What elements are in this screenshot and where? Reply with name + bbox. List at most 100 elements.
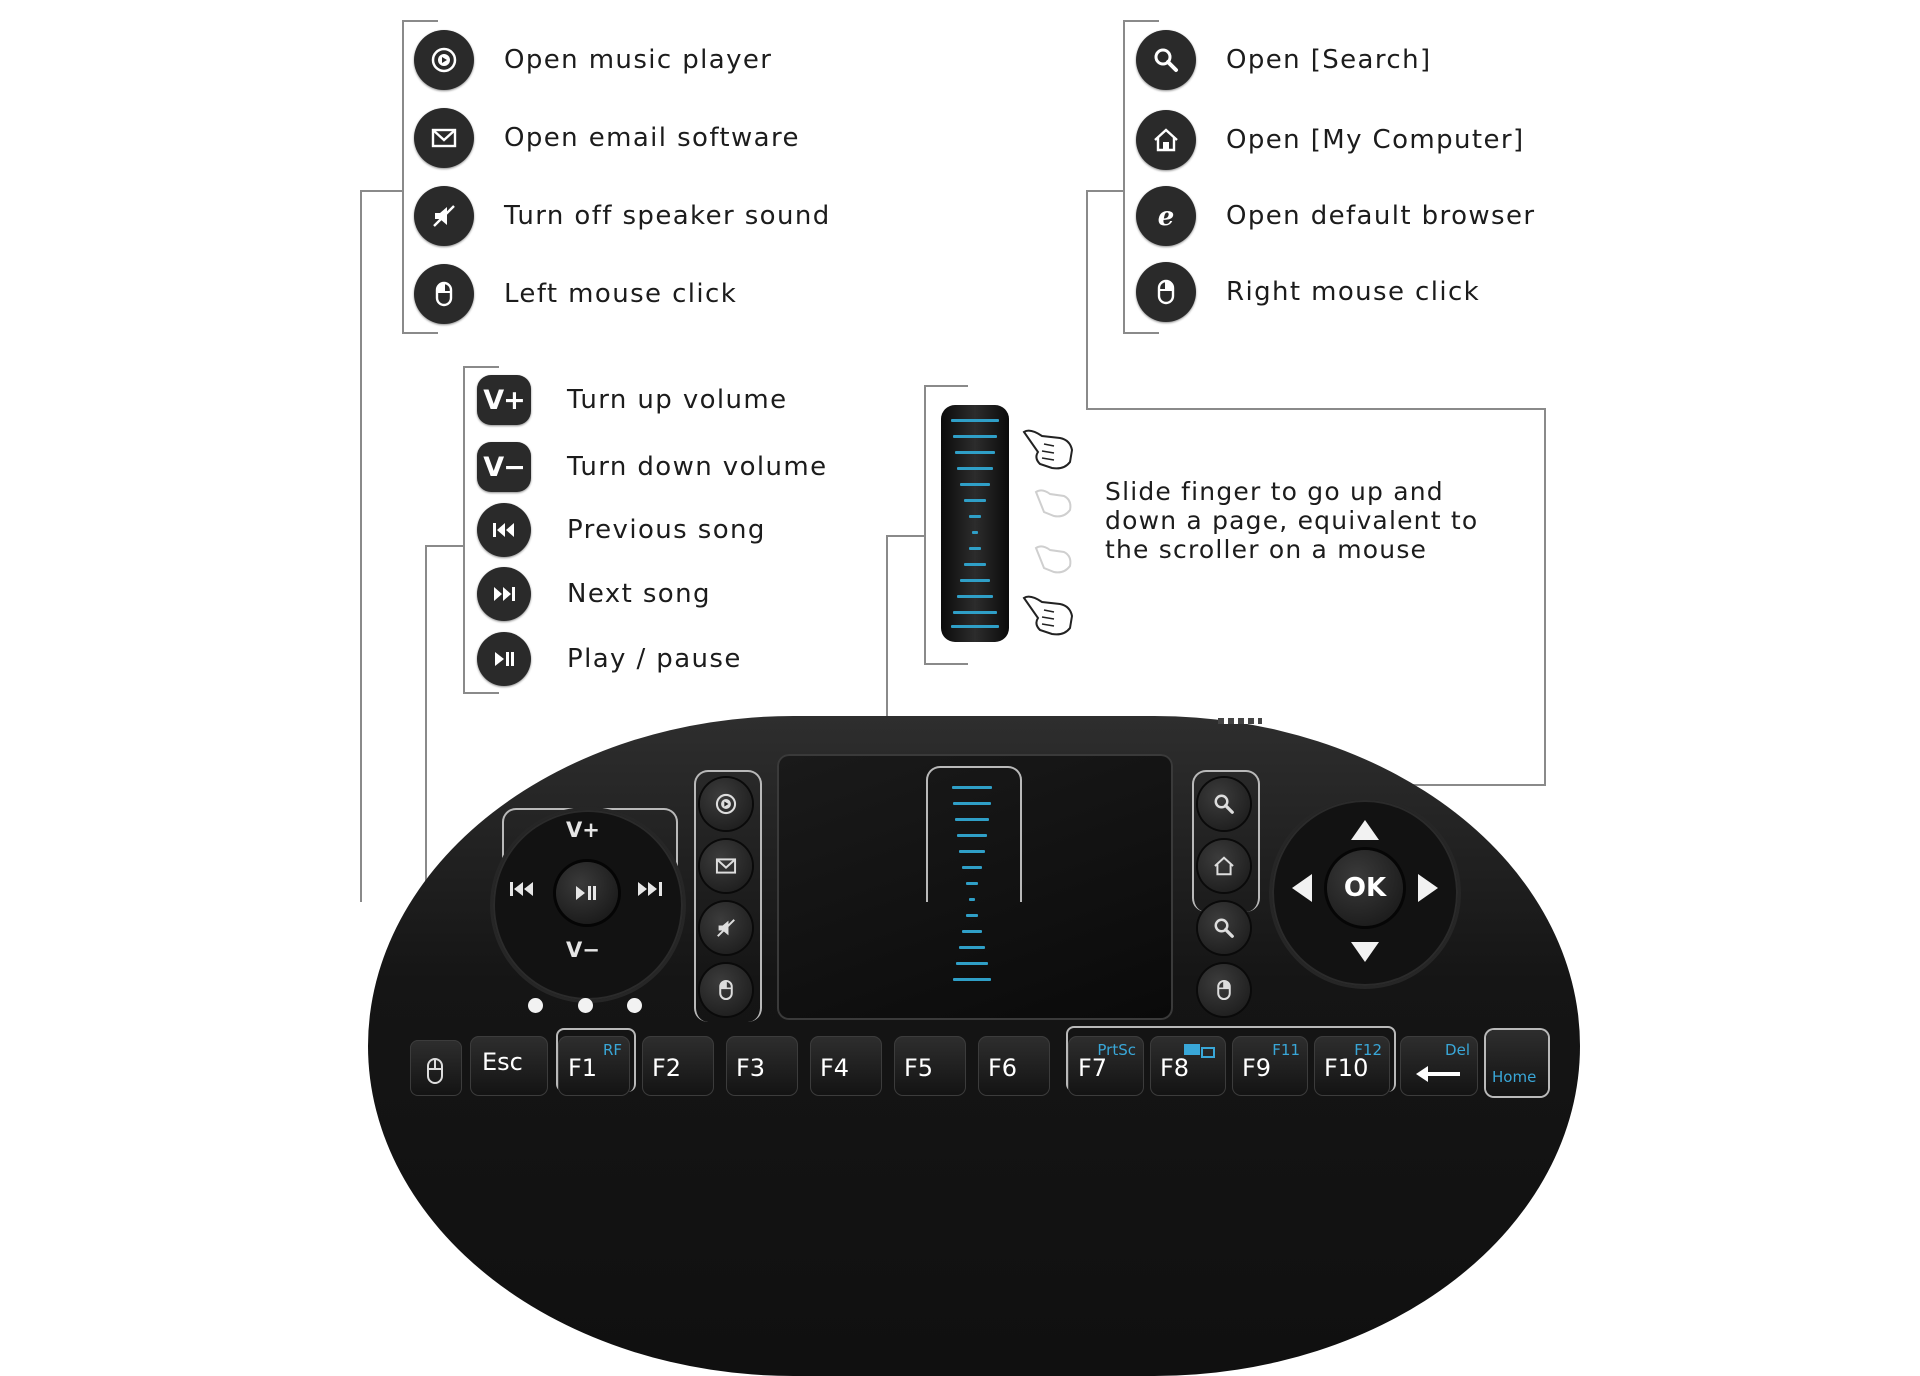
scroll-strip-illustration xyxy=(941,405,1009,642)
bracket-line xyxy=(402,20,404,334)
right-click-button[interactable] xyxy=(1198,964,1250,1016)
media-pad-vol-up[interactable]: V+ xyxy=(566,818,600,842)
scroll-tick xyxy=(959,946,985,949)
scroll-tick xyxy=(969,515,981,518)
legend-row: e Open default browser xyxy=(1136,186,1535,246)
browser-search-button[interactable] xyxy=(1198,902,1250,954)
legend-label: Open default browser xyxy=(1226,201,1536,231)
volume-up-icon: V+ xyxy=(477,375,531,425)
scroll-tick xyxy=(966,882,978,885)
key-f5[interactable]: F5 xyxy=(894,1036,966,1096)
key-f2[interactable]: F2 xyxy=(642,1036,714,1096)
scroll-tick xyxy=(953,802,991,805)
faded-hand-icon xyxy=(1034,489,1072,518)
hand-pointer-icon xyxy=(1022,595,1074,636)
legend-row: V− Turn down volume xyxy=(477,437,828,497)
bracket-line xyxy=(425,545,465,547)
description-line: down a page, equivalent to xyxy=(1105,506,1479,535)
legend-row: Open email software xyxy=(414,108,800,168)
scroll-tick xyxy=(959,850,985,853)
bracket-line xyxy=(425,545,427,890)
previous-icon[interactable] xyxy=(508,878,538,900)
bracket-line xyxy=(1086,408,1546,410)
arrow-right-icon[interactable] xyxy=(1416,872,1440,904)
right-button-group-outline xyxy=(1192,770,1260,912)
key-label: F9 xyxy=(1242,1054,1272,1082)
left-button-group-outline xyxy=(694,770,762,1022)
svg-text:e: e xyxy=(1158,202,1175,232)
key-f3[interactable]: F3 xyxy=(726,1036,798,1096)
legend-label: Open email software xyxy=(504,123,800,153)
touchpad-scroll-strip[interactable] xyxy=(948,782,996,992)
arrow-down-icon[interactable] xyxy=(1349,940,1381,964)
scroll-tick xyxy=(969,898,975,901)
touchpad[interactable] xyxy=(777,754,1173,1020)
hand-pointer-icon xyxy=(1022,429,1074,470)
media-pad-outline xyxy=(502,808,678,894)
mouse-icon xyxy=(427,1058,443,1084)
ok-button[interactable]: OK xyxy=(1327,850,1403,926)
key-home[interactable]: Home xyxy=(1486,1030,1548,1096)
legend-row: Play / pause xyxy=(477,629,742,689)
f1-outline xyxy=(556,1028,636,1092)
music-button[interactable] xyxy=(700,778,752,830)
arrow-up-icon[interactable] xyxy=(1349,818,1381,842)
legend-label: Open [Search] xyxy=(1226,45,1432,75)
next-icon[interactable] xyxy=(634,878,664,900)
media-pad-vol-down[interactable]: V− xyxy=(566,938,600,962)
search-icon xyxy=(1136,30,1196,90)
bracket-line xyxy=(360,190,404,192)
bracket-line xyxy=(463,692,499,694)
bracket-line xyxy=(360,190,362,902)
arrow-left-icon[interactable] xyxy=(1290,872,1314,904)
bracket-line xyxy=(1123,20,1125,334)
bracket-line xyxy=(1544,408,1546,786)
key-f8[interactable]: F8 xyxy=(1150,1036,1226,1096)
legend-label: Left mouse click xyxy=(504,279,738,309)
legend-label: Right mouse click xyxy=(1226,277,1481,307)
legend-label: Open [My Computer] xyxy=(1226,125,1525,155)
key-esc[interactable]: Esc xyxy=(470,1036,548,1096)
scroll-tick xyxy=(962,930,982,933)
volume-down-icon: V− xyxy=(477,442,531,492)
indicator-led xyxy=(578,998,593,1013)
bracket-line xyxy=(1086,190,1088,410)
key-label: F3 xyxy=(736,1054,766,1082)
legend-label: Turn up volume xyxy=(567,385,788,415)
legend-row: Right mouse click xyxy=(1136,262,1480,322)
home-button[interactable] xyxy=(1198,840,1250,892)
key-label: F1 xyxy=(568,1054,598,1082)
scroll-tick xyxy=(960,579,990,582)
music-icon xyxy=(414,30,474,90)
key-label: F10 xyxy=(1324,1054,1369,1082)
key-f4[interactable]: F4 xyxy=(810,1036,882,1096)
scroll-tick xyxy=(972,531,978,534)
keyboard-diagram: Open music player Open email software Tu… xyxy=(360,20,1580,1376)
search-button[interactable] xyxy=(1198,778,1250,830)
left-click-button[interactable] xyxy=(700,964,752,1016)
scroll-tick xyxy=(951,625,999,628)
mail-button[interactable] xyxy=(700,840,752,892)
key-label: F5 xyxy=(904,1054,934,1082)
side-key[interactable] xyxy=(410,1040,462,1096)
play-pause-button[interactable] xyxy=(556,862,618,924)
scroll-tick xyxy=(957,595,993,598)
legend-row: V+ Turn up volume xyxy=(477,370,788,430)
scroll-tick xyxy=(969,547,981,550)
bracket-line xyxy=(402,332,438,334)
bracket-line xyxy=(924,385,926,665)
key-alt-label: F11 xyxy=(1272,1041,1300,1059)
key-alt-label: Del xyxy=(1445,1041,1470,1059)
key-f6[interactable]: F6 xyxy=(978,1036,1050,1096)
description-line: the scroller on a mouse xyxy=(1105,535,1428,564)
key-backspace[interactable]: Del xyxy=(1400,1036,1478,1096)
scroll-tick xyxy=(953,435,997,438)
scroll-tick xyxy=(962,866,982,869)
mute-button[interactable] xyxy=(700,902,752,954)
bracket-line xyxy=(463,366,499,368)
legend-row: Turn off speaker sound xyxy=(414,186,831,246)
